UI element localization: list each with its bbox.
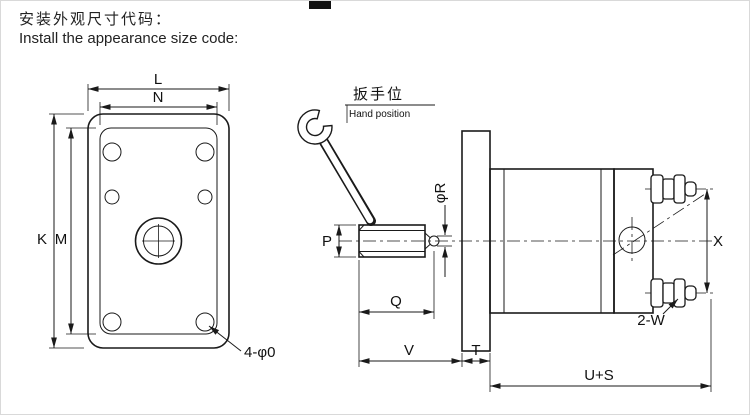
port-angle-centerline (612, 193, 706, 256)
dim-label-Q: Q (390, 293, 402, 310)
dim-T: T (462, 342, 491, 392)
piston-rod (358, 224, 440, 258)
dim-US: U+S (490, 299, 712, 392)
dim-label-US: U+S (584, 367, 614, 384)
title-chinese: 安装外观尺寸代码： (19, 11, 173, 28)
dim-K: K (37, 113, 84, 349)
bolt-hole (197, 189, 213, 205)
wrench-icon (297, 109, 376, 226)
flange-outer-outline (87, 113, 230, 349)
dim-label-phiR: φR (432, 183, 449, 204)
side-view: 扳手位 Hand position (297, 86, 723, 392)
dim-X: X (704, 189, 723, 293)
holes-label: 4-φ0 (244, 344, 275, 361)
logo-mark (309, 1, 331, 9)
bolt-hole (195, 312, 215, 332)
ports-label: 2-W (637, 312, 665, 329)
dim-P: P (322, 224, 356, 258)
title-english: Install the appearance size code: (19, 30, 239, 47)
rod-tip (428, 235, 440, 247)
wrench-label-en: Hand position (349, 109, 410, 120)
ports-callout: 2-W (637, 298, 679, 329)
center-bore-outer (134, 217, 183, 265)
dim-label-T: T (471, 342, 480, 359)
cylinder-body (489, 168, 706, 314)
bolt-hole (195, 142, 215, 162)
dim-M: M (55, 127, 96, 335)
holes-callout: 4-φ0 (208, 325, 275, 361)
wrench-label-cn: 扳手位 (353, 86, 404, 103)
dim-N: N (99, 89, 218, 125)
bolt-hole (104, 189, 120, 205)
dim-label-L: L (154, 71, 162, 88)
dim-L: L (87, 71, 230, 111)
rear-cap (613, 168, 654, 314)
dim-V: V (359, 342, 463, 367)
dim-phiR: φR (432, 183, 452, 277)
dim-label-K: K (37, 231, 47, 248)
dim-label-X: X (713, 233, 723, 250)
dim-label-N: N (153, 89, 164, 106)
bolt-hole (102, 312, 122, 332)
flange-inner-outline (99, 127, 218, 335)
front-view: L N K M (37, 71, 275, 361)
wrench-callout: 扳手位 Hand position (345, 86, 435, 123)
dim-label-M: M (55, 231, 68, 248)
dim-Q: Q (358, 251, 435, 367)
dim-label-V: V (404, 342, 414, 359)
bolt-hole (102, 142, 122, 162)
top-port-fitting (650, 174, 697, 204)
dim-label-P: P (322, 233, 332, 250)
